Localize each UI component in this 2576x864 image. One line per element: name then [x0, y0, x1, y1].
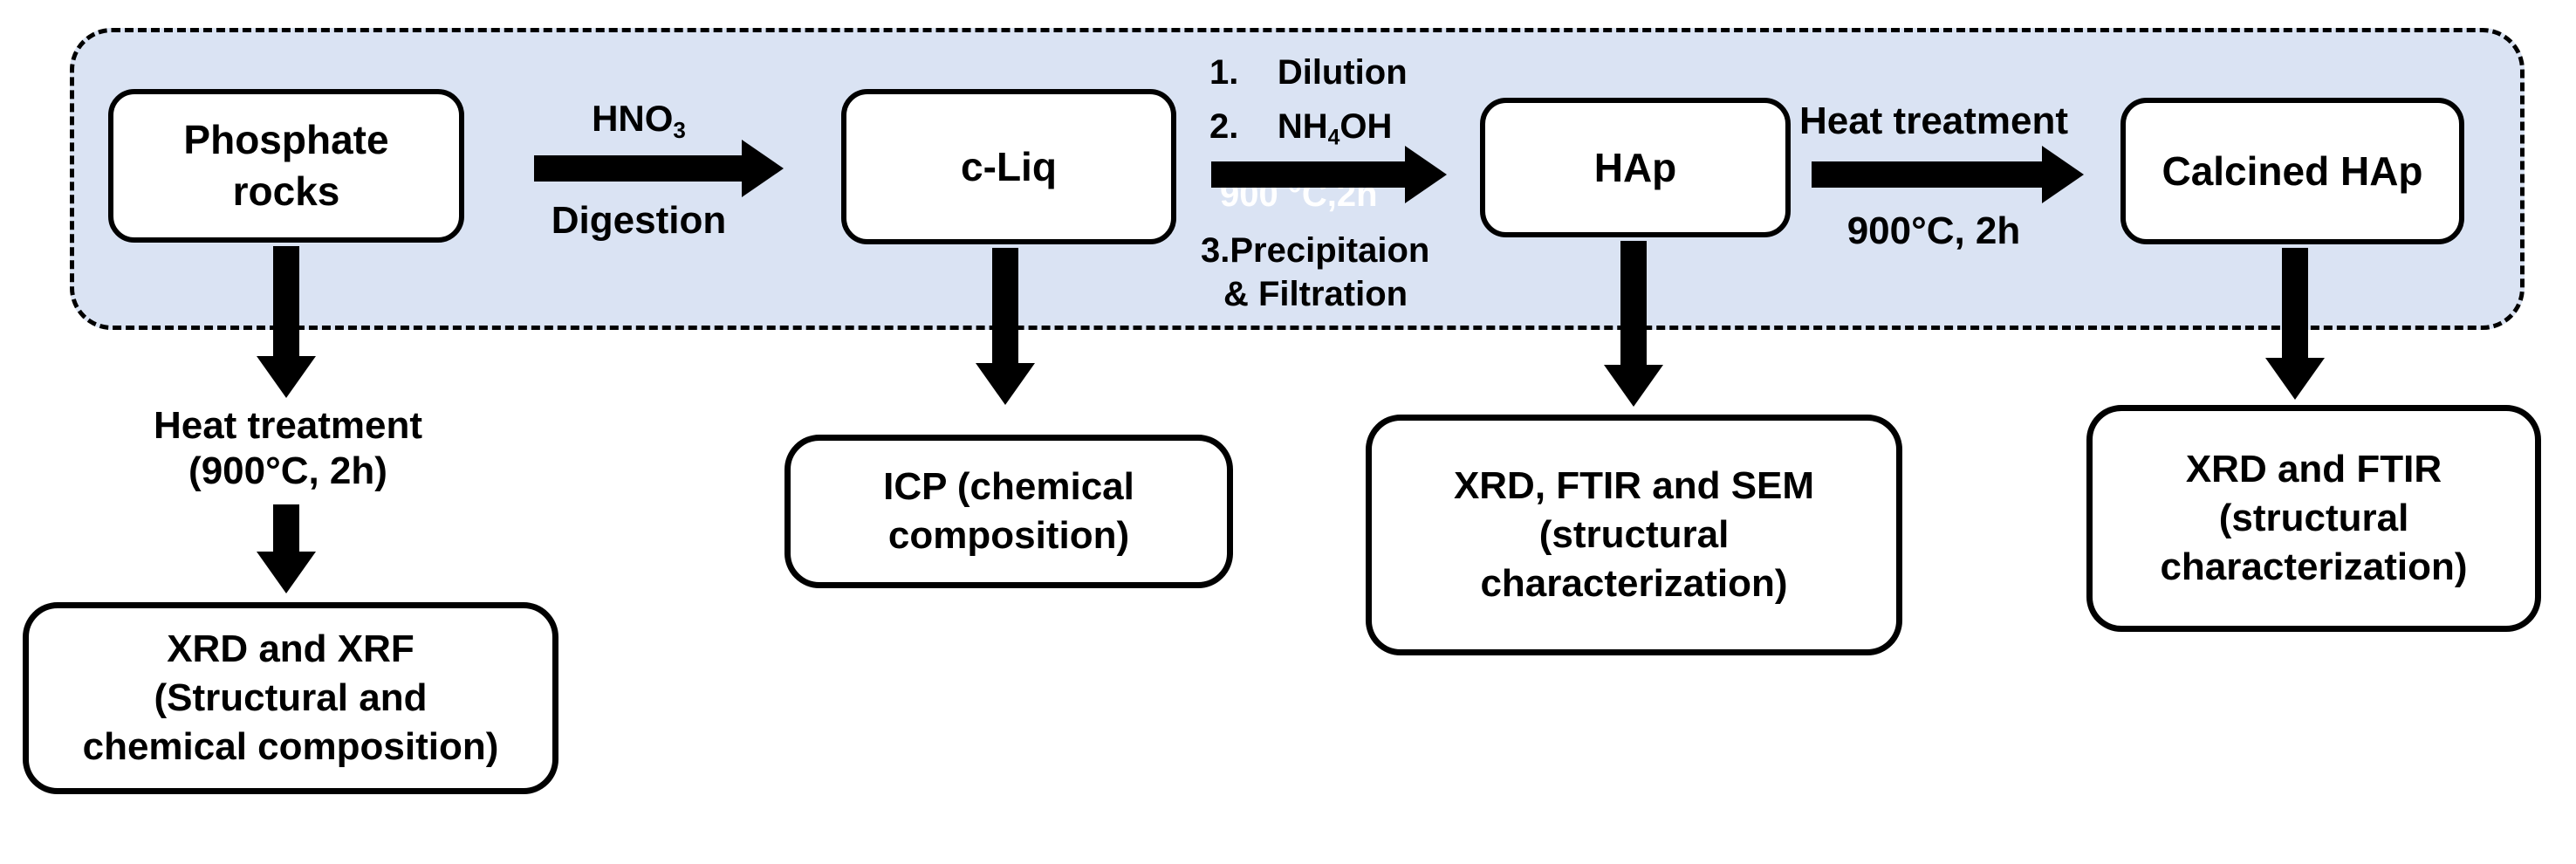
node-label-line: HAp	[1593, 144, 1677, 190]
node-label-line: characterization)	[2160, 545, 2468, 588]
node-label-line: (structural	[1538, 513, 1730, 556]
node-label-line: composition)	[887, 514, 1130, 557]
heat-treatment-down-arrow-head	[257, 552, 316, 593]
digestion-arrow-shaft	[534, 155, 743, 182]
process-node-calcined-hap: Calcined HAp	[2120, 98, 2464, 244]
heat-treatment-down-arrow-shaft	[273, 504, 299, 553]
node-label-line: XRD, FTIR and SEM	[1453, 464, 1815, 507]
calcination-arrow-shaft	[1812, 161, 2044, 188]
node-label-line: characterization)	[1480, 562, 1788, 605]
analysis-node-xrd-xrf: XRD and XRF (Structural and chemical com…	[23, 602, 558, 794]
phosphate-down-arrow-head	[257, 356, 316, 398]
digestion-arrow-label: Digestion	[551, 199, 727, 242]
reagent-formula-base: HNO	[592, 98, 674, 139]
process-node-phosphate-rocks: Phosphate rocks	[108, 89, 464, 243]
node-label-line: Phosphate	[183, 117, 389, 163]
node-label-line: XRD and FTIR	[2185, 448, 2442, 490]
hap-down-arrow-shaft	[1620, 241, 1647, 367]
node-label-line: XRD and XRF	[167, 627, 414, 670]
node-label-line: (Structural and	[154, 676, 428, 719]
c-liq-down-arrow-head	[976, 363, 1035, 405]
node-label-line: ICP (chemical	[883, 465, 1134, 508]
step-2-formula-subscript: 4	[1327, 126, 1340, 150]
digestion-arrow-head	[742, 140, 784, 197]
precipitation-step-1: 1. Dilution	[1209, 53, 1408, 92]
step-2-formula-base: 2. NH	[1209, 107, 1328, 146]
digestion-reagent-label: HNO3	[534, 98, 743, 144]
calcination-arrow-head	[2042, 146, 2084, 203]
node-label-line: (structural	[2218, 497, 2409, 539]
phosphate-down-arrow-shaft	[273, 246, 299, 358]
c-liq-down-arrow-shaft	[992, 248, 1018, 365]
analysis-node-icp: ICP (chemical composition)	[784, 435, 1233, 588]
precipitation-arrow-shaft	[1211, 161, 1407, 188]
precipitation-step-2: 2. NH4OH	[1209, 106, 1392, 151]
node-label-line: c-Liq	[961, 143, 1057, 189]
node-label-line: rocks	[232, 168, 340, 214]
step-2-formula-tail: OH	[1339, 107, 1393, 146]
process-node-hap: HAp	[1480, 98, 1791, 237]
precipitation-arrow-head	[1405, 146, 1447, 203]
hap-down-arrow-head	[1604, 365, 1663, 407]
analysis-node-xrd-ftir-sem: XRD, FTIR and SEM (structural characteri…	[1366, 415, 1902, 655]
left-branch-heat-treatment-line-2: (900°C, 2h)	[188, 449, 387, 492]
precipitation-step-3: 3.Precipitaion	[1201, 231, 1430, 270]
calcination-label-above: Heat treatment	[1798, 99, 2069, 142]
calcination-label-below: 900°C, 2h	[1846, 209, 2021, 252]
node-label-line: chemical composition)	[82, 725, 499, 768]
calcined-hap-down-arrow-head	[2265, 358, 2325, 400]
node-label-line: Calcined HAp	[2162, 147, 2423, 194]
reagent-formula-subscript: 3	[673, 116, 686, 143]
precipitation-step-4: & Filtration	[1223, 275, 1408, 313]
process-node-c-liq: c-Liq	[841, 89, 1176, 244]
analysis-node-xrd-ftir: XRD and FTIR (structural characterizatio…	[2086, 405, 2541, 632]
left-branch-heat-treatment-line-1: Heat treatment	[153, 404, 423, 447]
calcined-hap-down-arrow-shaft	[2282, 248, 2308, 360]
